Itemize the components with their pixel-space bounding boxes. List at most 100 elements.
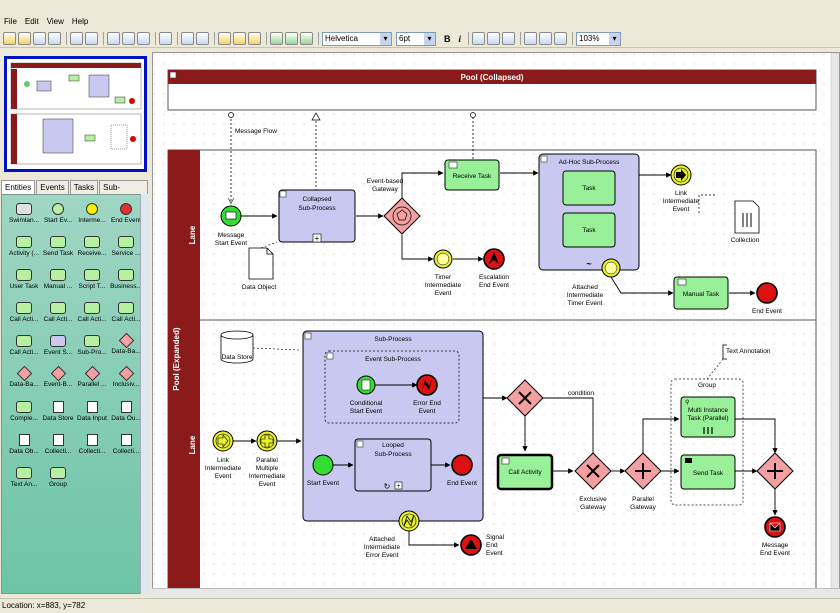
palette-item[interactable]: Event S... <box>40 331 76 363</box>
palette-item[interactable]: Call Acti... <box>74 298 110 330</box>
connect-icon[interactable] <box>270 32 283 45</box>
paste-icon[interactable] <box>137 32 150 45</box>
fill-color-icon[interactable] <box>554 32 568 45</box>
palette-scrollbar[interactable] <box>140 194 149 594</box>
palette-item[interactable]: Activity (... <box>6 232 42 264</box>
escalation-end-event[interactable]: Escalation End Event <box>479 248 509 289</box>
tab-tasks[interactable]: Tasks <box>69 180 99 194</box>
palette-item[interactable]: Call Acti... <box>6 331 42 363</box>
menu-edit[interactable]: Edit <box>24 17 39 26</box>
delete-icon[interactable] <box>159 32 172 45</box>
end-event-1[interactable]: End Event <box>752 282 782 315</box>
palette-item[interactable]: Collecti... <box>40 430 76 462</box>
collapse-icon[interactable] <box>300 32 313 45</box>
palette-item[interactable]: Collecti... <box>108 430 144 462</box>
palette-item[interactable]: Data Ou... <box>108 397 144 429</box>
to-back-icon[interactable] <box>233 32 246 45</box>
timer-intermediate-event[interactable]: Timer Intermediate Event <box>425 249 462 297</box>
italic-button[interactable]: i <box>458 33 462 44</box>
palette-item[interactable]: Start Ev... <box>40 199 76 231</box>
open-icon[interactable] <box>18 32 31 45</box>
palette-item[interactable]: Text An... <box>6 463 42 495</box>
new-icon[interactable] <box>3 32 16 45</box>
copy-icon[interactable] <box>122 32 135 45</box>
tab-sub-processes[interactable]: Sub-Processes <box>99 180 148 205</box>
undo-icon[interactable] <box>181 32 194 45</box>
palette-item[interactable]: Event-B... <box>40 364 76 396</box>
parallel-multiple-event[interactable]: Parallel Multiple Intermediate Event <box>249 430 286 488</box>
expanded-pool[interactable]: Pool (Expanded) Lane Lane <box>167 149 817 593</box>
palette-item[interactable]: Interme... <box>74 199 110 231</box>
canvas-vscrollbar[interactable] <box>830 53 840 590</box>
align-left-icon[interactable] <box>472 32 486 45</box>
palette-item[interactable]: Group <box>40 463 76 495</box>
cut-icon[interactable] <box>107 32 120 45</box>
palette-item[interactable]: Data Store <box>40 397 76 429</box>
attached-error-event[interactable]: Attached Intermediate Error Event <box>364 510 460 559</box>
palette-item[interactable]: User Task <box>6 265 42 297</box>
palette-item[interactable]: End Event <box>108 199 144 231</box>
tab-entities[interactable]: Entities <box>1 180 36 194</box>
palette-item[interactable]: Comple... <box>6 397 42 429</box>
collapsed-sub-process[interactable]: + Collapsed Sub-Process <box>278 189 356 243</box>
font-size-select[interactable]: 6pt <box>396 31 436 46</box>
palette-item[interactable]: Call Acti... <box>108 298 144 330</box>
tab-events[interactable]: Events <box>36 180 69 194</box>
palette-item[interactable]: Inclusiv... <box>108 364 144 396</box>
link-intermediate-event[interactable]: Link Intermediate Event <box>663 164 700 213</box>
outline-overview[interactable] <box>4 56 147 172</box>
ad-hoc-sub-process[interactable]: Ad-Hoc Sub-Process Task Task ~ <box>538 153 640 271</box>
to-front-icon[interactable] <box>218 32 231 45</box>
call-activity[interactable]: Call Activity <box>496 453 554 491</box>
menu-view[interactable]: View <box>46 17 64 26</box>
event-based-gateway[interactable]: Event-based Gateway <box>367 178 421 235</box>
palette-item[interactable]: Data Ob... <box>6 430 42 462</box>
palette-item[interactable]: Receive... <box>74 232 110 264</box>
parallel-gateway[interactable]: Parallel Gateway <box>624 452 662 511</box>
canvas-hscrollbar[interactable] <box>152 588 840 598</box>
palette-item[interactable]: Service ... <box>108 232 144 264</box>
save-icon[interactable] <box>33 32 46 45</box>
group-icon[interactable] <box>248 32 261 45</box>
data-store[interactable]: Data Store <box>220 330 300 364</box>
link-icon[interactable] <box>285 32 298 45</box>
font-color-icon[interactable] <box>524 32 538 45</box>
palette-item[interactable]: Script T... <box>74 265 110 297</box>
font-select[interactable]: Helvetica <box>322 31 392 46</box>
parallel-gateway-join[interactable] <box>756 452 794 490</box>
collection-data-object[interactable]: Collection <box>731 200 760 244</box>
exclusive-gateway[interactable]: Exclusive Gateway <box>574 452 612 511</box>
menu-file[interactable]: File <box>4 17 17 26</box>
palette-item[interactable]: Data-Ba... <box>108 331 144 363</box>
manual-task[interactable]: Manual Task <box>673 276 729 310</box>
zoom-select[interactable]: 103% <box>576 31 622 46</box>
receive-task[interactable]: Receive Task <box>444 159 500 191</box>
diagram-canvas[interactable]: Pool (Collapsed) Pool (Expanded) Lane La… <box>152 52 840 598</box>
line-color-icon[interactable] <box>539 32 553 45</box>
palette-item[interactable]: Parallel ... <box>74 364 110 396</box>
align-center-icon[interactable] <box>487 32 501 45</box>
palette-item[interactable]: Call Acti... <box>6 298 42 330</box>
sub-process[interactable]: Sub-Process Event Sub-Process Conditiona… <box>302 330 484 522</box>
palette-item[interactable]: Manual ... <box>40 265 76 297</box>
palette-item[interactable]: Swimlan... <box>6 199 42 231</box>
palette-item[interactable]: Business... <box>108 265 144 297</box>
palette-item[interactable]: Collecti... <box>74 430 110 462</box>
text-annotation[interactable]: Text Annotation <box>706 344 771 380</box>
menu-help[interactable]: Help <box>71 17 89 26</box>
signal-end-event[interactable]: Signal End Event <box>460 534 505 557</box>
palette-item[interactable]: Data Input <box>74 397 110 429</box>
data-object[interactable]: Data Object <box>242 241 278 291</box>
print-preview-icon[interactable] <box>85 32 98 45</box>
palette-item[interactable]: Data-Ba... <box>6 364 42 396</box>
exclusive-gateway-top[interactable] <box>506 379 544 417</box>
message-end-event[interactable]: Message End Event <box>760 516 790 557</box>
palette-item[interactable]: Sub-Pro... <box>74 331 110 363</box>
print-icon[interactable] <box>70 32 83 45</box>
save-as-icon[interactable] <box>48 32 61 45</box>
attached-timer-event[interactable]: Attached Intermediate Timer Event <box>567 258 621 307</box>
collapsed-pool[interactable]: Pool (Collapsed) <box>167 69 817 111</box>
align-right-icon[interactable] <box>502 32 516 45</box>
redo-icon[interactable] <box>196 32 209 45</box>
palette-item[interactable]: Call Acti... <box>40 298 76 330</box>
